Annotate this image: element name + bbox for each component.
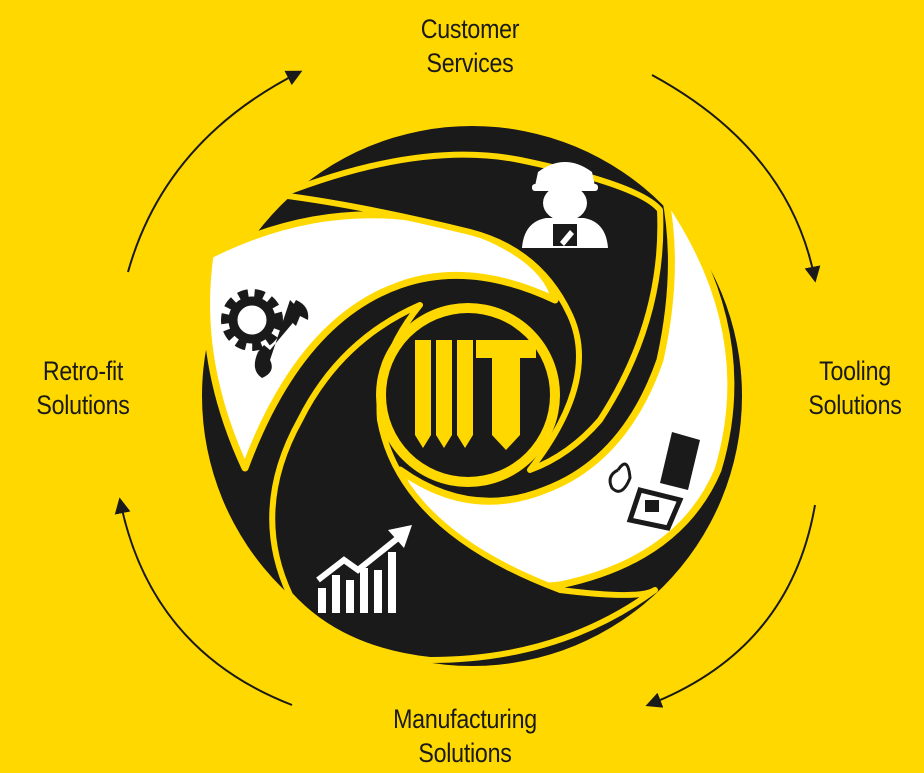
stage-label-line: Solutions: [418, 738, 512, 768]
company-logo-icon: [415, 340, 536, 450]
stage-label-manufacturing-solutions: Manufacturing Solutions: [349, 702, 581, 770]
stage-label-line: Retro-fit: [42, 356, 124, 386]
stage-label-retrofit-solutions: Retro-fit Solutions: [19, 354, 148, 422]
stage-label-line: Manufacturing: [393, 704, 537, 734]
stage-label-line: Solutions: [36, 390, 130, 420]
stage-label-line: Tooling: [819, 356, 891, 386]
tooling-icon: [608, 432, 700, 531]
stage-label-tooling-solutions: Tooling Solutions: [791, 354, 920, 422]
cycle-arrow-top-left: [127, 70, 303, 273]
cycle-arrow-top-right: [651, 74, 821, 283]
mechanic-icon: [522, 162, 608, 248]
gear-wrench-icon: [221, 289, 309, 378]
stage-label-line: Solutions: [808, 390, 902, 420]
stage-label-customer-services: Customer Services: [393, 12, 548, 80]
stage-label-line: Services: [426, 48, 514, 78]
cycle-arrow-bottom-right: [645, 504, 816, 708]
stage-label-line: Customer: [420, 14, 520, 44]
cycle-arrow-bottom-left: [114, 497, 293, 706]
growth-chart-icon: [316, 525, 412, 613]
